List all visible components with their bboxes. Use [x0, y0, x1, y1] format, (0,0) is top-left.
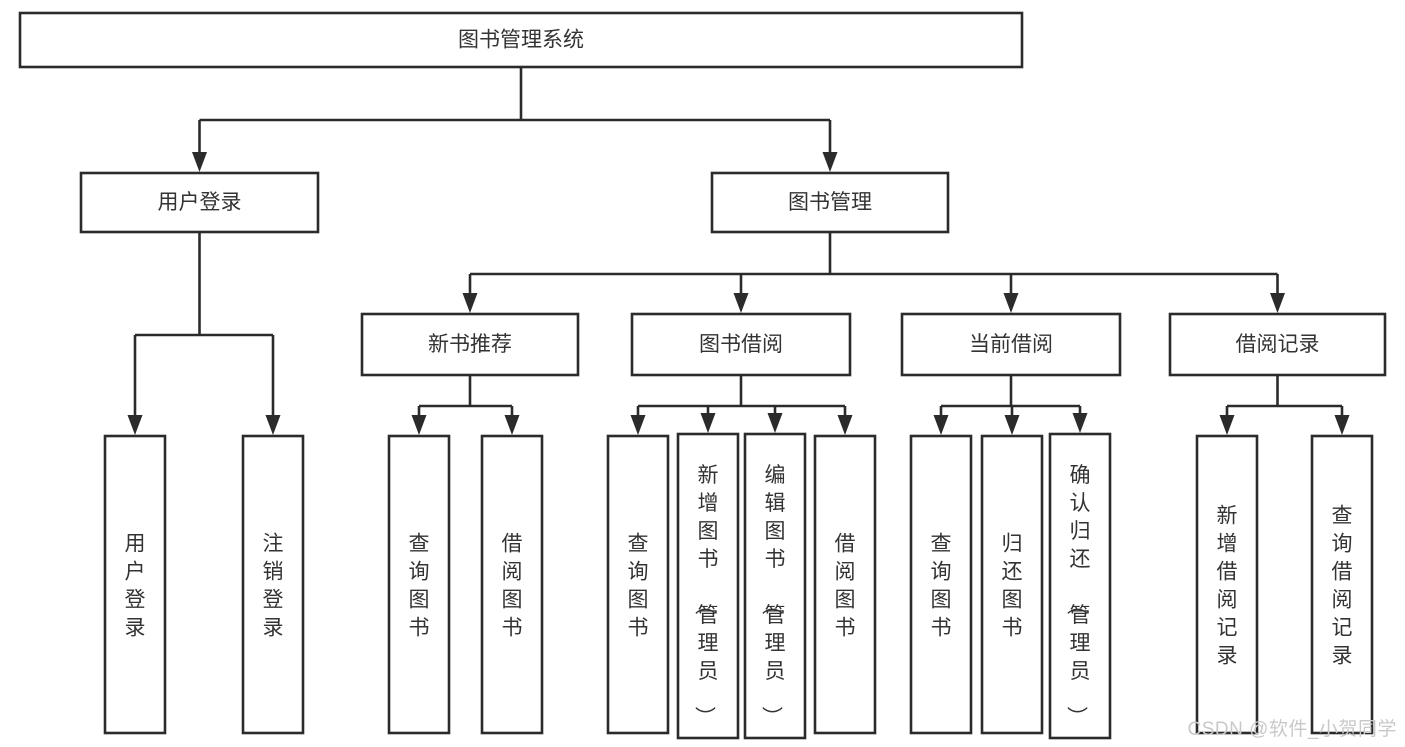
- connector-layer: [127, 67, 1350, 435]
- arrow-head-icon-new-book-recommend: [462, 293, 478, 313]
- node-box-leaf-query-borrow-record[interactable]: [1310, 434, 1374, 735]
- arrow-head-icon-leaf-borrow-book: [837, 415, 853, 435]
- node-label-leaf-borrow-book: 借阅图书: [835, 533, 856, 640]
- node-box-current-borrow[interactable]: [900, 312, 1122, 377]
- arrow-head-icon-leaf-borrow-book-recommend: [504, 415, 520, 435]
- arrow-head-icon-leaf-user-login: [127, 415, 143, 435]
- node-box-leaf-logout[interactable]: [241, 434, 305, 735]
- node-box-leaf-borrow-book[interactable]: [813, 434, 877, 735]
- node-borrow-records[interactable]: 借阅记录: [1168, 312, 1387, 377]
- node-leaf-borrow-book[interactable]: 借阅图书: [813, 434, 877, 735]
- node-leaf-user-login[interactable]: 用户登录: [103, 434, 167, 735]
- csdn-watermark: CSDN @软件_小贺同学: [1187, 719, 1397, 740]
- node-layer: 图书管理系统用户登录图书管理新书推荐图书借阅当前借阅借阅记录用户登录注销登录查询…: [18, 11, 1387, 740]
- node-label-root: 图书管理系统: [458, 29, 584, 52]
- node-book-borrow[interactable]: 图书借阅: [630, 312, 852, 377]
- node-label-leaf-borrow-book-recommend: 借阅图书: [502, 533, 523, 640]
- node-box-leaf-query-book-recommend[interactable]: [387, 434, 451, 735]
- arrow-head-icon-leaf-confirm-return-admin: [1072, 413, 1088, 433]
- node-leaf-logout[interactable]: 注销登录: [241, 434, 305, 735]
- node-box-leaf-borrow-book-recommend[interactable]: [480, 434, 544, 735]
- arrow-head-icon-leaf-query-book-recommend: [411, 415, 427, 435]
- node-label-leaf-return-book: 归还图书: [1002, 533, 1023, 640]
- node-label-borrow-records: 借阅记录: [1236, 333, 1320, 356]
- node-root[interactable]: 图书管理系统: [18, 11, 1024, 69]
- node-leaf-confirm-return-admin[interactable]: 确认归还（管理员）: [1048, 432, 1112, 740]
- node-label-leaf-add-book-admin: 新增图书（管理员）: [693, 464, 719, 727]
- node-label-current-borrow: 当前借阅: [969, 333, 1053, 356]
- node-leaf-query-book-current[interactable]: 查询图书: [909, 434, 973, 735]
- node-label-user-login: 用户登录: [158, 191, 242, 214]
- node-box-leaf-edit-book-admin[interactable]: [743, 432, 807, 740]
- node-label-leaf-query-book-borrow: 查询图书: [628, 533, 649, 640]
- node-box-leaf-query-book-current[interactable]: [909, 434, 973, 735]
- node-leaf-query-borrow-record[interactable]: 查询借阅记录: [1310, 434, 1374, 735]
- node-label-leaf-confirm-return-admin: 确认归还（管理员）: [1065, 464, 1091, 727]
- node-leaf-borrow-book-recommend[interactable]: 借阅图书: [480, 434, 544, 735]
- node-leaf-query-book-recommend[interactable]: 查询图书: [387, 434, 451, 735]
- node-label-leaf-query-book-recommend: 查询图书: [409, 533, 430, 640]
- node-box-leaf-return-book[interactable]: [980, 434, 1044, 735]
- arrow-head-icon-leaf-query-book-current: [933, 415, 949, 435]
- node-box-borrow-records[interactable]: [1168, 312, 1387, 377]
- node-label-new-book-recommend: 新书推荐: [428, 333, 512, 356]
- node-new-book-recommend[interactable]: 新书推荐: [360, 312, 580, 377]
- arrow-head-icon-leaf-add-borrow-record: [1219, 415, 1235, 435]
- node-leaf-add-borrow-record[interactable]: 新增借阅记录: [1195, 434, 1259, 735]
- node-box-leaf-confirm-return-admin[interactable]: [1048, 432, 1112, 740]
- arrow-head-icon-leaf-return-book: [1004, 415, 1020, 435]
- node-box-new-book-recommend[interactable]: [360, 312, 580, 377]
- arrow-head-icon-borrow-records: [1270, 293, 1285, 313]
- arrow-head-icon-leaf-logout: [265, 415, 281, 435]
- node-label-leaf-query-borrow-record: 查询借阅记录: [1332, 505, 1353, 668]
- node-leaf-return-book[interactable]: 归还图书: [980, 434, 1044, 735]
- arrow-head-icon-book-borrow: [733, 293, 749, 313]
- arrow-head-icon-leaf-query-borrow-record: [1334, 415, 1350, 435]
- arrow-head-icon-leaf-edit-book-admin: [767, 413, 783, 433]
- node-book-management[interactable]: 图书管理: [710, 171, 950, 234]
- node-label-leaf-logout: 注销登录: [263, 533, 284, 640]
- node-leaf-query-book-borrow[interactable]: 查询图书: [606, 434, 670, 735]
- arrow-head-icon-user-login: [192, 152, 207, 172]
- node-label-book-borrow: 图书借阅: [699, 333, 783, 356]
- node-label-book-management: 图书管理: [788, 191, 872, 214]
- node-label-leaf-user-login: 用户登录: [125, 533, 146, 640]
- node-label-leaf-add-borrow-record: 新增借阅记录: [1217, 505, 1238, 668]
- node-user-login[interactable]: 用户登录: [79, 171, 320, 234]
- node-box-leaf-query-book-borrow[interactable]: [606, 434, 670, 735]
- node-leaf-add-book-admin[interactable]: 新增图书（管理员）: [676, 432, 740, 740]
- node-box-user-login[interactable]: [79, 171, 320, 234]
- node-box-leaf-add-book-admin[interactable]: [676, 432, 740, 740]
- node-box-leaf-user-login[interactable]: [103, 434, 167, 735]
- node-box-book-borrow[interactable]: [630, 312, 852, 377]
- node-box-book-management[interactable]: [710, 171, 950, 234]
- node-current-borrow[interactable]: 当前借阅: [900, 312, 1122, 377]
- arrow-head-icon-leaf-query-book-borrow: [630, 415, 646, 435]
- node-box-leaf-add-borrow-record[interactable]: [1195, 434, 1259, 735]
- arrow-head-icon-current-borrow: [1003, 293, 1019, 313]
- node-label-leaf-edit-book-admin: 编辑图书（管理员）: [760, 464, 786, 727]
- node-label-leaf-query-book-current: 查询图书: [931, 533, 952, 640]
- node-leaf-edit-book-admin[interactable]: 编辑图书（管理员）: [743, 432, 807, 740]
- node-box-root[interactable]: [18, 11, 1024, 69]
- arrow-head-icon-book-management: [822, 152, 838, 172]
- arrow-head-icon-leaf-add-book-admin: [700, 413, 716, 433]
